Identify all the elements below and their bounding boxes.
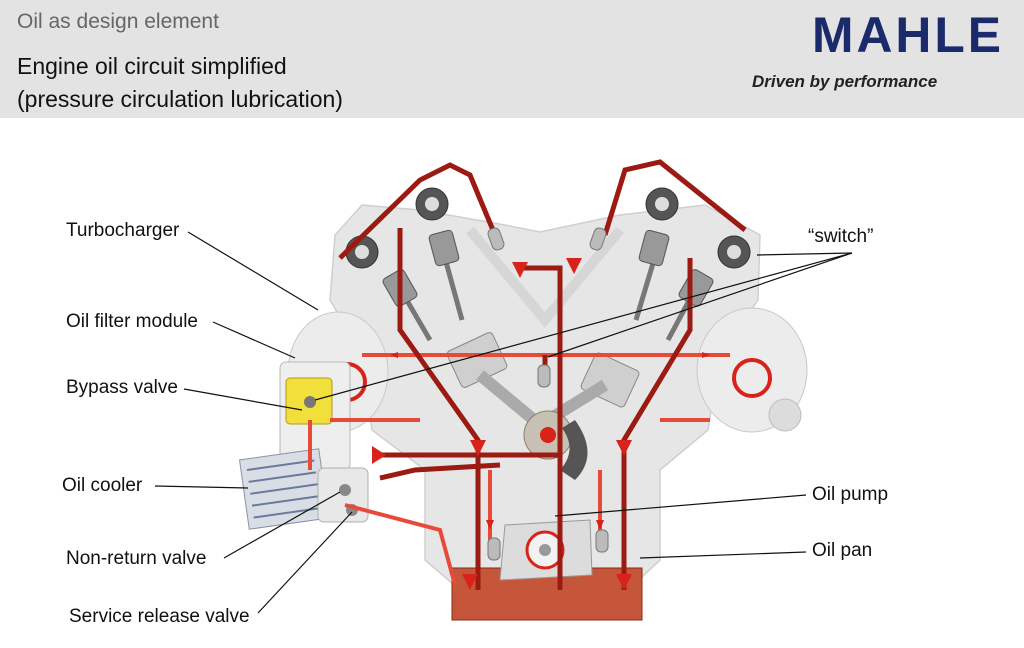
- title-line-1: Engine oil circuit simplified: [17, 53, 287, 79]
- label-turbocharger: Turbocharger: [66, 220, 180, 241]
- piston-cooling-nozzles: [487, 227, 609, 561]
- label-oil-cooler: Oil cooler: [62, 475, 143, 496]
- mahle-logo: MAHLE: [812, 10, 1004, 58]
- label-oil-pan: Oil pan: [812, 540, 873, 561]
- flow-arrows: [372, 258, 710, 590]
- camshaft-left-upper: [415, 187, 449, 221]
- label-service-release-valve: Service release valve: [69, 606, 250, 627]
- camshaft-left-lower: [345, 235, 379, 269]
- title-line-2: (pressure circulation lubrication): [17, 86, 343, 112]
- oil-cooler: [238, 448, 330, 530]
- camshaft-right-upper: [645, 187, 679, 221]
- slide-kicker: Oil as design element: [17, 10, 219, 33]
- label-oil-pump: Oil pump: [812, 484, 889, 505]
- header-band: Oil as design element Engine oil circuit…: [0, 0, 1024, 118]
- label-switch: “switch”: [808, 226, 874, 247]
- oil-pump: [499, 519, 593, 581]
- label-oil-filter-module: Oil filter module: [66, 311, 198, 332]
- camshaft-right-lower: [717, 235, 751, 269]
- engine-block: [329, 204, 761, 591]
- label-non-return-valve: Non-return valve: [66, 548, 207, 569]
- brand-tagline: Driven by performance: [752, 72, 938, 91]
- leader-lines: [154, 231, 853, 614]
- label-bypass-valve: Bypass valve: [66, 377, 178, 398]
- engine-v-center: [466, 226, 624, 328]
- svg-text:MAHLE: MAHLE: [812, 10, 1004, 58]
- slide-title: Engine oil circuit simplified (pressure …: [17, 50, 343, 116]
